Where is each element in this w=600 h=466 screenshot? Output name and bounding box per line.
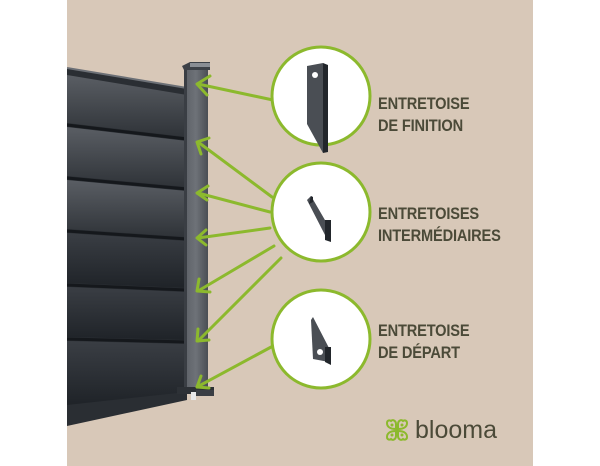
label-line: DE FINITION: [378, 116, 464, 135]
label-line: ENTRETOISES: [378, 204, 480, 223]
brand-logo: blooma: [385, 417, 497, 443]
clover-logo-icon: [385, 419, 409, 441]
detail-circle-finition: [270, 45, 372, 153]
label-entretoise-depart: ENTRETOISE DE DÉPART: [378, 320, 470, 364]
label-line: ENTRETOISE: [378, 94, 470, 113]
brand-name: blooma: [415, 416, 497, 444]
finishing-spacer-icon: [307, 63, 328, 153]
fence-panel: [67, 67, 188, 426]
label-line: ENTRETOISE: [378, 321, 470, 340]
label-entretoise-finition: ENTRETOISE DE FINITION: [378, 93, 470, 137]
fence-diagram: [67, 45, 372, 426]
intermediate-spacer-icon: [307, 196, 331, 242]
starter-spacer-icon: [311, 317, 331, 365]
detail-circle-depart: [270, 288, 372, 390]
product-illustration-panel: ENTRETOISE DE FINITION ENTRETOISES INTER…: [67, 0, 533, 466]
pointer-arrows: [195, 74, 283, 390]
label-line: INTERMÉDIAIRES: [378, 226, 501, 245]
detail-circle-intermediaires: [270, 161, 372, 263]
label-entretoises-intermediaires: ENTRETOISES INTERMÉDIAIRES: [378, 203, 501, 247]
label-line: DE DÉPART: [378, 343, 460, 362]
